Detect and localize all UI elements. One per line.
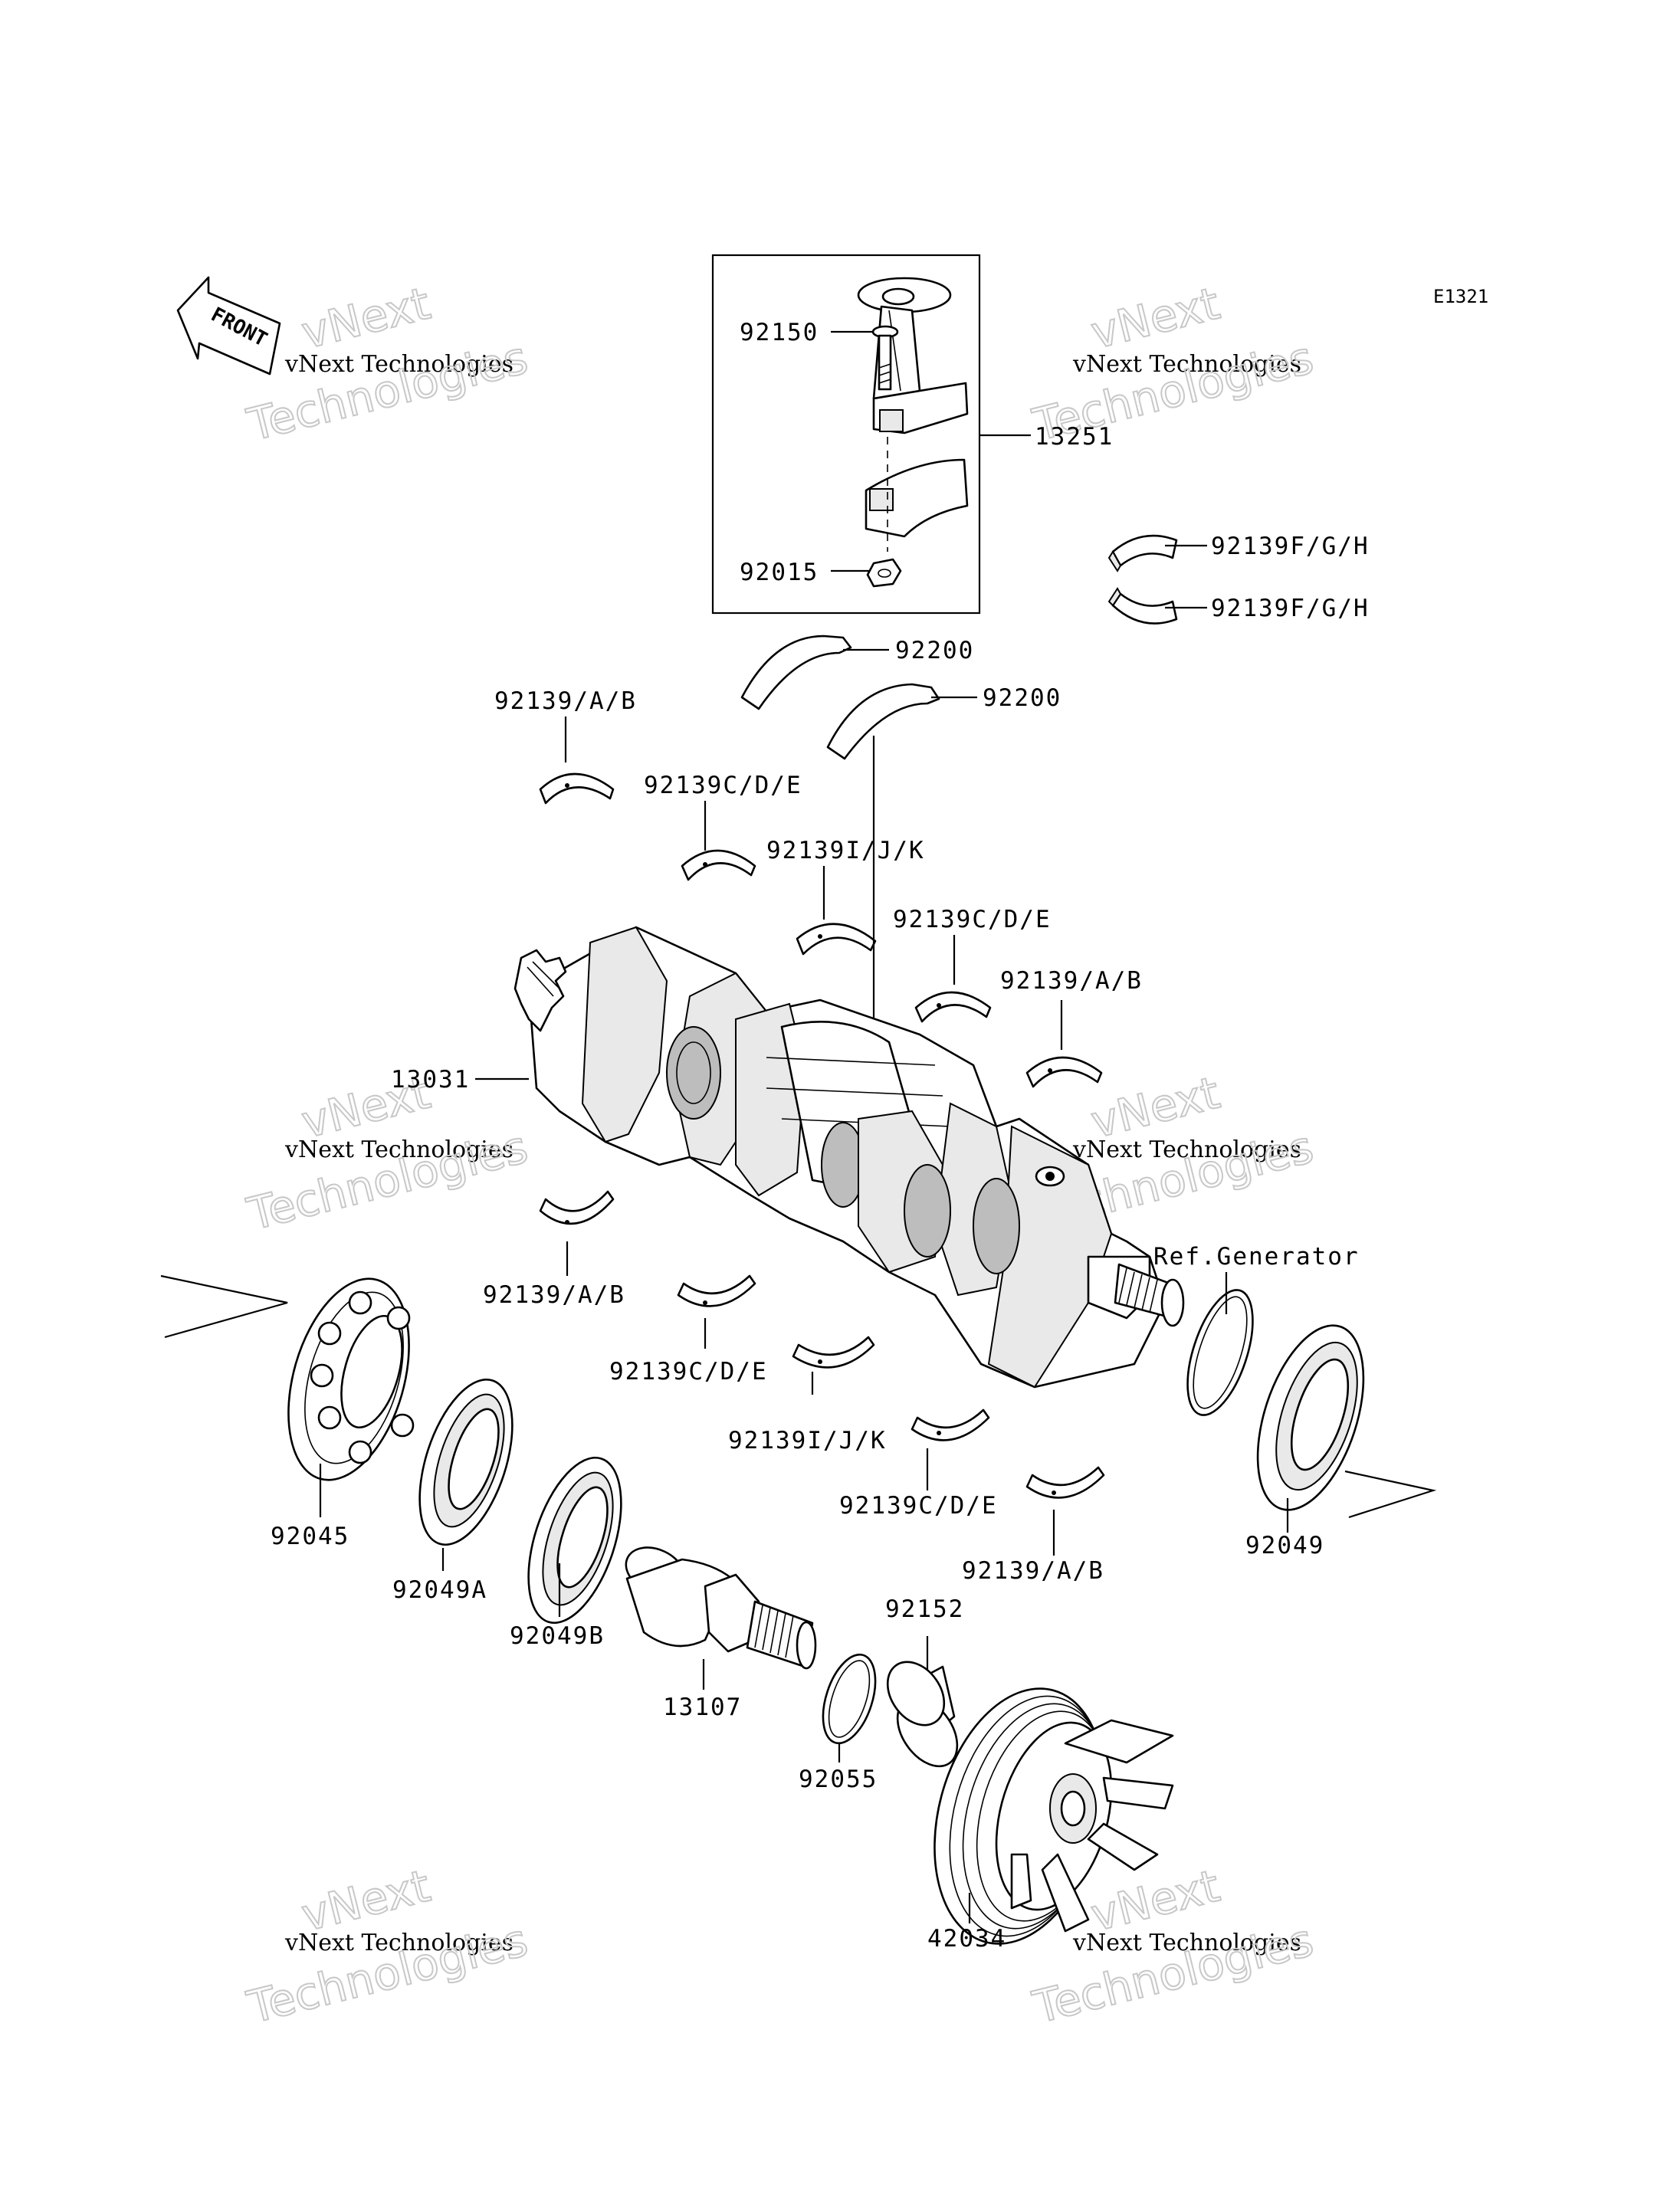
part-label-92055: 92055 <box>799 1766 878 1793</box>
watermark-line2: vNext Technologies <box>1072 351 1301 378</box>
collar-icon <box>886 1661 959 1768</box>
bearing-shell-icon <box>539 1190 615 1225</box>
part-label-92139ab: 92139/A/B <box>483 1281 625 1309</box>
part-label-92139fgh: 92139F/G/H <box>1211 595 1370 622</box>
part-label-13107: 13107 <box>663 1694 742 1721</box>
shaft-icon <box>625 1546 817 1670</box>
bearing-shell-icon <box>1107 587 1178 625</box>
connecting-rod-icon <box>857 277 969 434</box>
part-label-92139ab: 92139/A/B <box>1000 967 1143 995</box>
thrust-washer-icon <box>826 683 940 760</box>
part-label-42034: 42034 <box>927 1925 1006 1953</box>
watermark-line2: vNext Technologies <box>284 1136 514 1163</box>
front-arrow-icon: FRONT <box>176 276 281 375</box>
oil-seal-icon <box>527 1456 622 1625</box>
crankshaft-icon <box>514 926 1185 1389</box>
part-label-92139cde: 92139C/D/E <box>893 906 1052 933</box>
bearing-shell-icon <box>539 772 615 805</box>
bearing-shell-icon <box>1025 1466 1105 1499</box>
bolt-icon <box>871 325 899 391</box>
rod-cap-icon <box>865 458 969 538</box>
part-label-92139ijk: 92139I/J/K <box>728 1427 887 1454</box>
bearing-shell-icon <box>792 1336 875 1369</box>
bearing-shell-icon <box>914 991 992 1023</box>
part-label-92045: 92045 <box>271 1523 349 1550</box>
bearing-shell-icon <box>677 1274 756 1307</box>
thrust-washer-icon <box>740 635 852 710</box>
watermark-line3: Technologies <box>242 331 533 451</box>
part-label-13251: 13251 <box>1035 423 1114 451</box>
part-label-92139ijk: 92139I/J/K <box>766 837 925 864</box>
watermark: vNext vNext Technologies Technologies <box>241 1859 533 2035</box>
gear-icon <box>514 949 567 1032</box>
impeller-icon <box>934 1687 1174 1945</box>
pointer-arrow <box>160 1274 288 1339</box>
watermark-line1: vNext <box>1086 277 1225 359</box>
part-label-92049a: 92049A <box>392 1576 487 1604</box>
part-label-92015: 92015 <box>740 559 819 586</box>
watermark-line2: vNext Technologies <box>284 351 514 378</box>
o-ring-icon <box>822 1653 877 1745</box>
part-label-92049b: 92049B <box>510 1622 605 1650</box>
part-label-92200: 92200 <box>983 684 1061 712</box>
part-label-92139ab: 92139/A/B <box>962 1557 1104 1585</box>
bearing-shell-icon <box>911 1408 990 1441</box>
part-label-92139cde: 92139C/D/E <box>609 1358 768 1385</box>
part-label-13031: 13031 <box>391 1066 470 1094</box>
part-label-92139ab: 92139/A/B <box>494 687 637 715</box>
nut-icon <box>866 558 902 588</box>
oil-seal-icon <box>418 1378 514 1546</box>
watermark: vNext vNext Technologies Technologies <box>241 277 533 452</box>
bearing-shell-icon <box>1025 1056 1103 1088</box>
o-ring-icon <box>1186 1289 1254 1416</box>
part-label-92139fgh: 92139F/G/H <box>1211 533 1370 560</box>
part-label-92152: 92152 <box>885 1595 964 1623</box>
pointer-arrow <box>1344 1470 1437 1519</box>
part-label-92049: 92049 <box>1245 1532 1324 1559</box>
part-label-92150: 92150 <box>740 319 819 346</box>
watermark-line2: vNext Technologies <box>284 1930 514 1956</box>
part-label-92139cde: 92139C/D/E <box>644 772 802 799</box>
connecting-rod-assembly-box <box>711 254 981 615</box>
bearing-shell-icon <box>681 849 756 881</box>
part-label-92139cde: 92139C/D/E <box>839 1492 998 1520</box>
watermark: vNext vNext Technologies Technologies <box>241 1066 533 1241</box>
part-label-92200: 92200 <box>895 637 974 664</box>
watermark-line1: vNext <box>297 277 435 359</box>
watermark-line2: vNext Technologies <box>1072 1930 1301 1956</box>
bearing-shell-icon <box>1107 534 1178 572</box>
ref-generator-label: Ref.Generator <box>1153 1243 1360 1271</box>
oil-seal-icon <box>1256 1324 1365 1511</box>
watermark: vNext vNext Technologies Technologies <box>1027 277 1319 452</box>
bearing-shell-icon <box>796 923 877 956</box>
ball-bearing-icon <box>287 1277 415 1481</box>
diagram-code: E1321 <box>1433 286 1488 307</box>
watermark-line2: vNext Technologies <box>1072 1136 1301 1163</box>
